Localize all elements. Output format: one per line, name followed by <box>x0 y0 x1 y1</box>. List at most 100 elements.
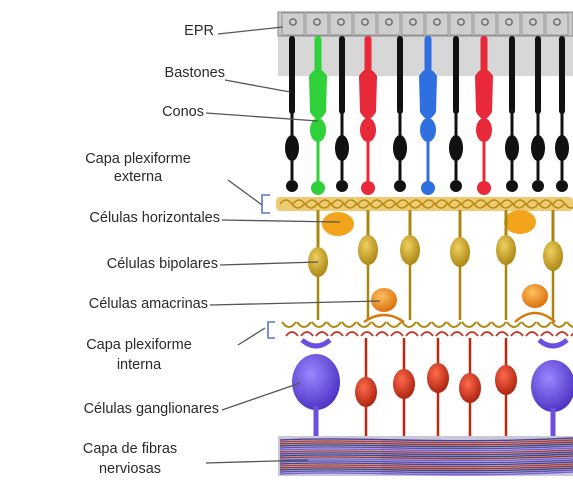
leader-conos <box>206 113 318 121</box>
ipl-dendrite <box>526 332 538 336</box>
ganglion-layer <box>292 338 573 440</box>
epr-cell <box>378 13 400 35</box>
rod-outer-segment <box>509 36 515 114</box>
ganglion-cell-small <box>427 363 449 393</box>
rod-outer-segment <box>453 36 459 114</box>
ipl-dendrite <box>361 332 373 336</box>
rod-outer-segment <box>289 36 295 114</box>
label-fibras-1: Capa de fibras <box>50 441 210 458</box>
cone-inner-segment <box>309 69 327 119</box>
label-epr: EPR <box>160 23 214 40</box>
ipl-branch <box>387 322 401 327</box>
ipl-branch <box>432 322 446 327</box>
ipl-branch <box>417 322 431 327</box>
ipl-dendrite <box>511 332 523 336</box>
label-plexiforme-externa-2: externa <box>48 169 228 186</box>
ipl-dendrite <box>556 332 568 336</box>
rod-outer-segment <box>559 36 565 114</box>
label-ganglionares: Células ganglionares <box>4 401 219 418</box>
label-horizontales: Células horizontales <box>10 210 220 227</box>
ipl-dendrite <box>331 332 343 336</box>
amacrine-cell <box>522 284 548 308</box>
epr-cell <box>474 13 496 35</box>
ganglion-cell-small <box>459 373 481 403</box>
label-plexiforme-externa-1: Capa plexiforme <box>48 151 228 168</box>
ipl-branch <box>492 322 506 327</box>
bracket-plexiforme-interna <box>268 322 275 338</box>
ipl-dendrite <box>481 332 493 336</box>
epr-cell <box>354 13 376 35</box>
inner-plexiform-band <box>282 322 573 336</box>
cone-pedicle <box>311 181 325 195</box>
epr-cell <box>546 13 568 35</box>
bipolar-cell <box>543 241 563 271</box>
ganglion-dendrite <box>302 340 330 346</box>
ipl-branch <box>447 322 461 327</box>
ganglion-cell <box>531 360 573 412</box>
bipolar-cell <box>358 235 378 265</box>
rod-terminal <box>506 180 518 192</box>
ipl-dendrite <box>451 332 463 336</box>
rod-terminal <box>532 180 544 192</box>
ipl-branch <box>297 322 311 327</box>
opl-band <box>276 197 573 211</box>
cone-inner-segment <box>475 69 493 119</box>
bipolar-cell <box>400 235 420 265</box>
rod-terminal <box>286 180 298 192</box>
epr-cell <box>402 13 424 35</box>
label-bipolares: Células bipolares <box>10 256 218 273</box>
nerve-fiber-layer <box>278 436 573 476</box>
ipl-branch <box>282 322 296 327</box>
ipl-branch <box>342 322 356 327</box>
label-conos: Conos <box>110 104 204 121</box>
ganglion-cell <box>292 354 340 410</box>
cone-pedicle <box>421 181 435 195</box>
epr-cell <box>450 13 472 35</box>
amacrine-cell <box>371 288 397 312</box>
leader-epr <box>218 27 283 34</box>
ipl-dendrite <box>391 332 403 336</box>
leader-bastones <box>225 80 290 92</box>
ipl-dendrite <box>376 332 388 336</box>
ipl-branch <box>507 322 521 327</box>
ipl-branch <box>402 322 416 327</box>
rod-terminal <box>394 180 406 192</box>
leader-ganglionares <box>222 383 300 410</box>
ipl-dendrite <box>541 332 553 336</box>
ipl-branch <box>462 322 476 327</box>
ipl-dendrite <box>436 332 448 336</box>
bipolar-cell <box>496 235 516 265</box>
ganglion-cell-small <box>495 365 517 395</box>
ipl-dendrite <box>406 332 418 336</box>
cone-pedicle <box>361 181 375 195</box>
ipl-dendrite <box>316 332 328 336</box>
bipolar-cell <box>450 237 470 267</box>
ipl-dendrite <box>286 332 298 336</box>
ipl-branch <box>312 322 326 327</box>
rod-terminal <box>556 180 568 192</box>
ipl-branch <box>327 322 341 327</box>
label-bastones: Bastones <box>110 65 225 82</box>
epr-cell <box>330 13 352 35</box>
amacrine-process <box>364 315 404 322</box>
label-plexiforme-interna-2: interna <box>44 357 234 374</box>
leader-bipolares <box>220 262 318 265</box>
horizontal-cell <box>322 212 354 236</box>
inner-nuclear-layer <box>308 210 563 322</box>
cone-inner-segment <box>419 69 437 119</box>
rod-outer-segment <box>535 36 541 114</box>
leader-plexiforme-externa <box>228 180 262 205</box>
epr-cell <box>306 13 328 35</box>
amacrine-process <box>515 313 555 322</box>
ipl-dendrite <box>301 332 313 336</box>
ipl-dendrite <box>466 332 478 336</box>
rod-outer-segment <box>397 36 403 114</box>
ganglion-cell-small <box>393 369 415 399</box>
leader-plexiforme-interna <box>238 328 265 345</box>
epr-cell <box>282 13 304 35</box>
outer-plexiform-band <box>276 197 573 211</box>
ganglion-cell-small <box>355 377 377 407</box>
bracket-plexiforme-externa <box>262 195 270 213</box>
leader-amacrinas <box>210 301 380 305</box>
